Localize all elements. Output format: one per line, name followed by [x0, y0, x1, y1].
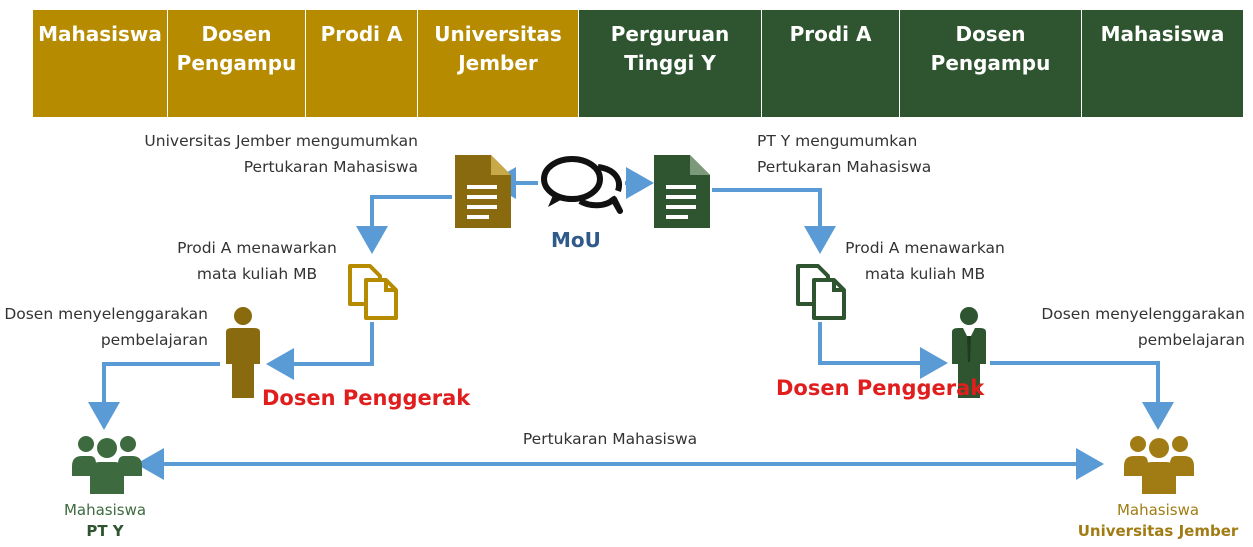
header-col-dosen-left: Dosen Pengampu	[168, 10, 306, 117]
header-label-2: Tinggi Y	[624, 51, 716, 75]
dosen-penggerak-left: Dosen Penggerak	[262, 386, 471, 410]
header-label: Universitas	[434, 22, 562, 46]
header-label-2: Jember	[458, 51, 538, 75]
header-label: Mahasiswa	[1100, 22, 1225, 46]
header-label: Dosen	[201, 22, 272, 46]
prodi-right-text: Prodi A menawarkan mata kuliah MB	[840, 235, 1010, 287]
document-icon	[654, 155, 710, 228]
group-icon	[1124, 436, 1194, 494]
exchange-label: Pertukaran Mahasiswa	[522, 430, 698, 448]
prodi-right-line-1: Prodi A menawarkan	[845, 239, 1005, 257]
header-col-perguruan-tinggi-y: Perguruan Tinggi Y	[579, 10, 762, 117]
header-label: Dosen	[955, 22, 1026, 46]
mhs-left-line-2: PT Y	[86, 522, 124, 540]
person-icon	[226, 307, 260, 398]
mahasiswa-pty-label: Mahasiswa PT Y	[30, 500, 180, 542]
prodi-right-line-2: mata kuliah MB	[864, 265, 986, 283]
mahasiswa-uj-label: Mahasiswa Universitas Jember	[1073, 500, 1243, 542]
dosen-penggerak-right: Dosen Penggerak	[776, 376, 985, 400]
pty-announce-line-1: PT Y mengumumkan	[757, 132, 918, 150]
group-icon	[72, 436, 142, 494]
header-label: Prodi A	[320, 22, 403, 46]
arrow-prodi-to-dosen-right	[818, 322, 948, 379]
header-col-mahasiswa-left: Mahasiswa	[33, 10, 168, 117]
dosen-right-text: Dosen menyelenggarakan pembelajaran	[1041, 301, 1245, 353]
header-label: Mahasiswa	[38, 22, 162, 46]
header-col-prodi-right: Prodi A	[762, 10, 900, 117]
mhs-right-line-1: Mahasiswa	[1116, 501, 1200, 519]
pty-announce-line-2: Pertukaran Mahasiswa	[757, 158, 932, 176]
prodi-left-line-2: mata kuliah MB	[196, 265, 318, 283]
copy-documents-icon	[348, 264, 398, 320]
header-col-prodi-left: Prodi A	[306, 10, 418, 117]
arrow-pty-to-prodi	[712, 188, 836, 254]
document-icon	[455, 155, 511, 228]
dosen-left-line-2: pembelajaran	[100, 331, 208, 349]
header-label: Perguruan	[610, 22, 730, 46]
dosen-left-line-1: Dosen menyelenggarakan	[4, 305, 208, 323]
header-col-universitas-jember: Universitas Jember	[418, 10, 579, 117]
arrow-prodi-to-dosen-left	[266, 322, 374, 380]
dosen-left-text: Dosen menyelenggarakan pembelajaran	[4, 301, 208, 353]
prodi-left-line-1: Prodi A menawarkan	[177, 239, 337, 257]
dosen-right-line-1: Dosen menyelenggarakan	[1041, 305, 1245, 323]
uj-announce-line-2: Pertukaran Mahasiswa	[243, 158, 418, 176]
pty-announce-text: PT Y mengumumkan Pertukaran Mahasiswa	[757, 128, 931, 180]
uj-announce-text: Universitas Jember mengumumkan Pertukara…	[144, 128, 418, 180]
mou-label: MoU	[551, 228, 601, 252]
arrow-uj-to-prodi	[356, 195, 452, 254]
header-label-2: Pengampu	[176, 51, 297, 75]
prodi-left-text: Prodi A menawarkan mata kuliah MB	[172, 235, 342, 287]
arrow-dosen-to-mhs-right	[990, 361, 1174, 430]
mhs-left-line-1: Mahasiswa	[63, 501, 147, 519]
arrow-dosen-to-mhs-left	[88, 362, 220, 430]
dosen-right-line-2: pembelajaran	[1137, 331, 1245, 349]
copy-documents-icon	[796, 264, 846, 320]
mhs-right-line-2: Universitas Jember	[1077, 522, 1239, 540]
header-col-mahasiswa-right: Mahasiswa	[1082, 10, 1243, 117]
header-label: Prodi A	[789, 22, 872, 46]
uj-announce-line-1: Universitas Jember mengumumkan	[144, 132, 418, 150]
chat-bubbles-icon	[541, 156, 623, 214]
header-col-dosen-right: Dosen Pengampu	[900, 10, 1082, 117]
business-person-icon	[952, 307, 986, 398]
header-label-2: Pengampu	[930, 51, 1051, 75]
